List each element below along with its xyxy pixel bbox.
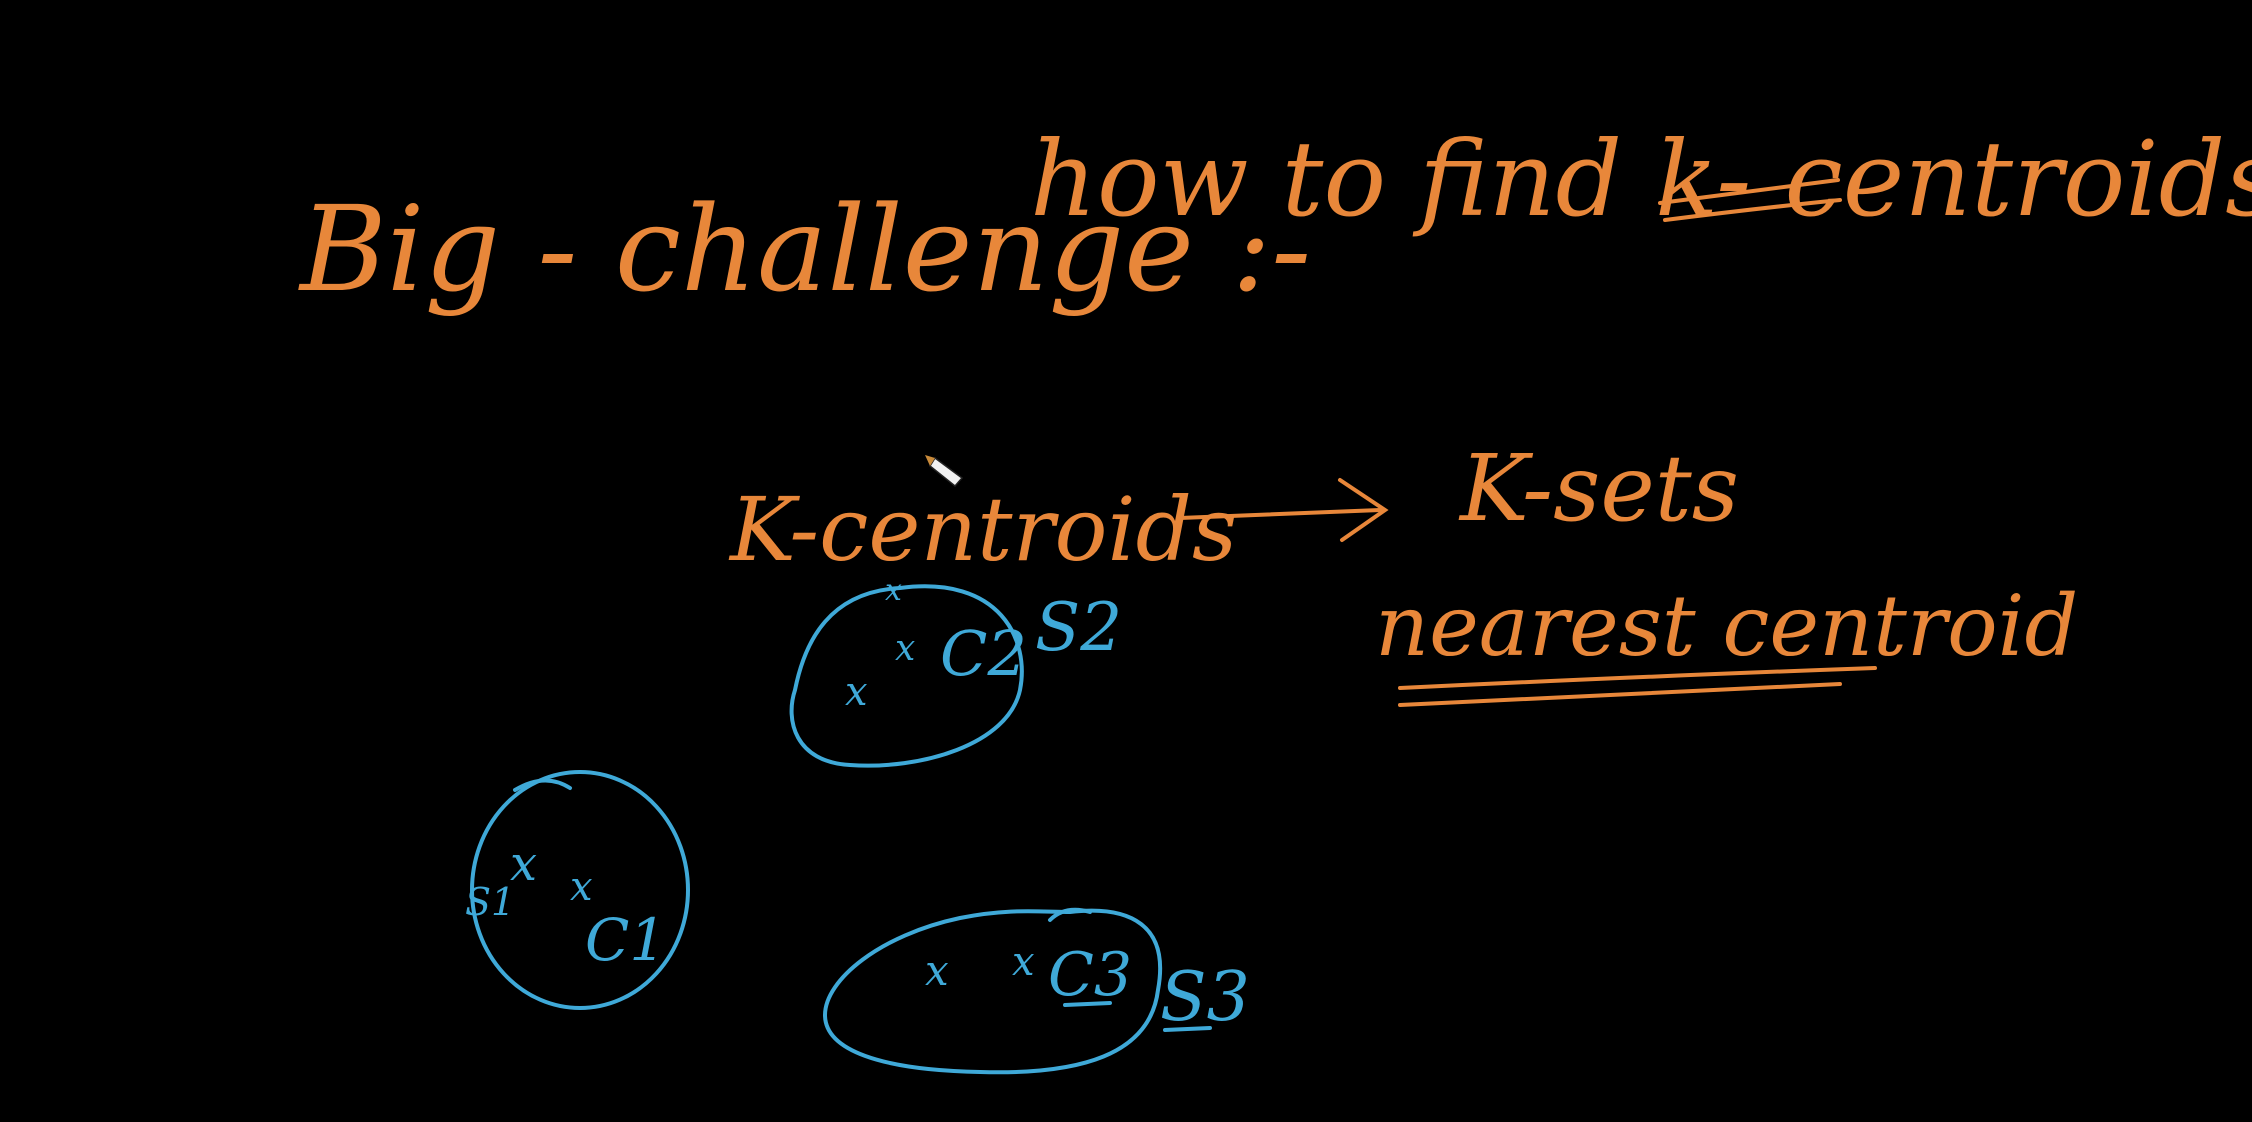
nearest-centroid-underline-2 (1398, 682, 1842, 707)
cluster-s1: x x S1 C1 (465, 770, 690, 1010)
cluster-s3-stroke (1048, 907, 1092, 922)
cluster-s1-stroke (513, 778, 572, 792)
cluster-s3-boundary (822, 908, 1163, 1075)
nearest-centroid-label: nearest centroid (1375, 577, 2078, 675)
k-sets-label: K-sets (1458, 435, 1739, 542)
pen-cursor-icon (925, 455, 964, 488)
heading-big-challenge: Big - challenge :- (298, 180, 1311, 318)
point-marker: x (895, 628, 915, 669)
point-marker: x (570, 864, 593, 910)
set-label-s1: S1 (465, 880, 515, 924)
nearest-centroid-underline-1 (1398, 666, 1877, 690)
centroid-label-c1: C1 (585, 906, 666, 974)
set-label-s3: S3 (1160, 958, 1250, 1037)
cluster-s3: x x C3 S3 (822, 907, 1250, 1075)
centroid-label-c2: C2 (940, 617, 1027, 690)
c3-underline (1063, 1001, 1112, 1007)
cluster-s1-boundary (470, 770, 690, 1010)
cluster-s2-boundary (789, 584, 1024, 768)
point-marker: x (885, 573, 902, 608)
point-marker: x (925, 946, 949, 995)
heading-question: how to find k- centroids (1030, 118, 2252, 240)
s3-underline (1163, 1026, 1212, 1032)
centroid-label-c3: C3 (1048, 940, 1132, 1010)
k-centroids-label: K-centroids (728, 478, 1237, 581)
point-marker: x (510, 836, 537, 892)
centroids-underline-2 (1663, 198, 1842, 222)
point-marker: x (1012, 939, 1035, 985)
centroids-underline-1 (1658, 178, 1840, 205)
cluster-s2: x x x C2 S2 (789, 573, 1122, 768)
point-marker: x (845, 669, 868, 715)
arrow-right-icon (1178, 478, 1389, 542)
set-label-s2: S2 (1035, 589, 1122, 666)
